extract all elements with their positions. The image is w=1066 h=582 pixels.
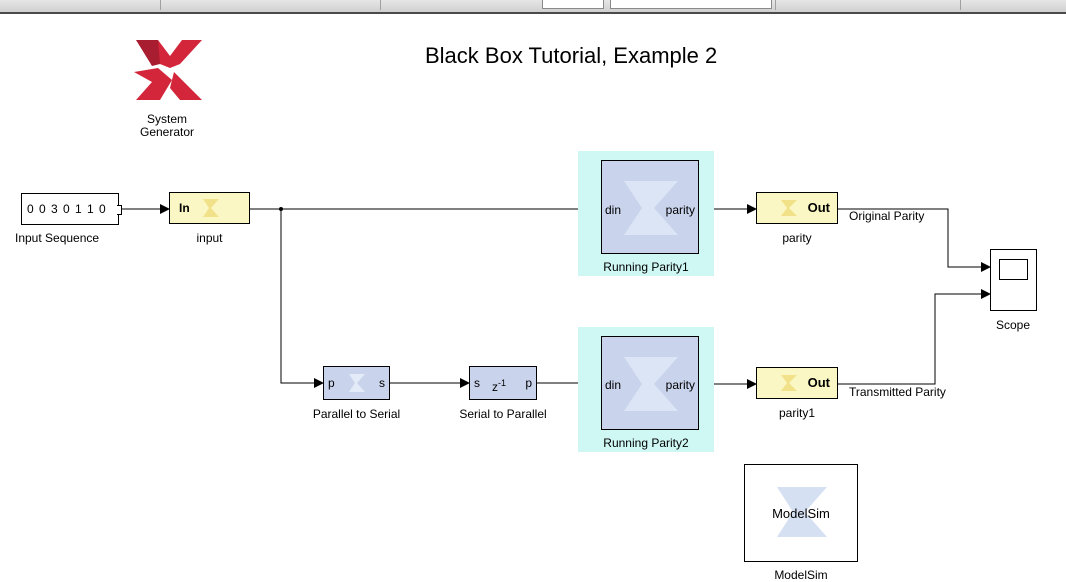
running-parity2-port-parity: parity bbox=[665, 378, 695, 392]
running-parity1-block[interactable]: din parity bbox=[601, 160, 699, 254]
output-port-icon bbox=[117, 205, 122, 215]
p2s-port-s: s bbox=[379, 376, 385, 390]
wire-out2-to-scope bbox=[838, 289, 991, 385]
running-parity1-port-parity: parity bbox=[665, 203, 695, 217]
running-parity1-port-din: din bbox=[605, 203, 622, 217]
xilinx-logo-icon[interactable] bbox=[130, 38, 204, 102]
modelsim-text: ModelSim bbox=[772, 506, 830, 521]
serial-to-parallel-label: Serial to Parallel bbox=[459, 407, 547, 421]
running-parity1-label: Running Parity1 bbox=[603, 260, 689, 274]
scope-screen-icon bbox=[999, 259, 1028, 280]
signal-label-original-parity: Original Parity bbox=[849, 209, 925, 223]
toolbar-strip bbox=[0, 0, 1066, 14]
signal-label-transmitted-parity: Transmitted Parity bbox=[849, 385, 946, 399]
wire-out1-to-scope bbox=[838, 208, 991, 272]
parallel-to-serial-label: Parallel to Serial bbox=[312, 407, 401, 421]
gateway-out2-label: parity1 bbox=[778, 406, 816, 420]
s2p-delay-base: z bbox=[492, 380, 498, 394]
gateway-out2-port: Out bbox=[807, 375, 830, 390]
modelsim-label: ModelSim bbox=[774, 568, 828, 582]
gateway-out1-label: parity bbox=[782, 231, 812, 245]
xilinx-watermark-icon bbox=[620, 353, 682, 415]
gateway-out1-port: Out bbox=[807, 200, 830, 215]
scope-label: Scope bbox=[995, 318, 1031, 332]
logo-caption: System Generator bbox=[128, 113, 206, 139]
modelsim-block[interactable]: ModelSim bbox=[744, 464, 858, 562]
xilinx-watermark-icon bbox=[200, 197, 222, 219]
toolbar-separator bbox=[160, 0, 161, 10]
toolbar-separator bbox=[775, 0, 776, 10]
s2p-delay-exp: -1 bbox=[498, 378, 507, 388]
wire-branch-to-p2s bbox=[280, 209, 324, 388]
p2s-port-p: p bbox=[328, 376, 335, 390]
toolbar-dropdown[interactable] bbox=[610, 0, 772, 9]
running-parity2-label: Running Parity2 bbox=[603, 436, 689, 450]
s2p-delay: z-1 bbox=[492, 376, 506, 394]
s2p-port-p: p bbox=[525, 376, 532, 390]
gateway-in-label: input bbox=[196, 231, 223, 245]
serial-to-parallel-block[interactable]: s z-1 p bbox=[469, 366, 537, 400]
gateway-in-port: In bbox=[179, 201, 190, 215]
xilinx-watermark-icon bbox=[779, 373, 799, 393]
toolbar-separator bbox=[960, 0, 961, 10]
input-sequence-label: Input Sequence bbox=[15, 231, 100, 245]
parallel-to-serial-block[interactable]: p s bbox=[323, 366, 390, 400]
xilinx-watermark-icon bbox=[779, 198, 799, 218]
toolbar-field[interactable] bbox=[542, 0, 604, 9]
logo-caption-line1: System bbox=[146, 112, 187, 126]
gateway-in-block[interactable]: In bbox=[169, 192, 250, 224]
running-parity2-block[interactable]: din parity bbox=[601, 336, 699, 430]
gateway-out1-block[interactable]: Out bbox=[756, 192, 838, 224]
toolbar-separator bbox=[380, 0, 381, 10]
gateway-out2-block[interactable]: Out bbox=[756, 367, 838, 399]
xilinx-watermark-icon bbox=[773, 483, 831, 541]
logo-caption-line2: Generator bbox=[139, 125, 195, 139]
input-sequence-value: 0 0 3 0 1 1 0 bbox=[27, 202, 107, 216]
s2p-port-s: s bbox=[474, 376, 480, 390]
running-parity2-port-din: din bbox=[605, 378, 622, 392]
diagram-title: Black Box Tutorial, Example 2 bbox=[425, 43, 718, 68]
xilinx-watermark-icon bbox=[346, 372, 368, 394]
branch-point bbox=[279, 207, 283, 211]
scope-block[interactable] bbox=[990, 249, 1037, 311]
xilinx-watermark-icon bbox=[620, 177, 682, 239]
input-sequence-block[interactable]: 0 0 3 0 1 1 0 bbox=[21, 193, 122, 225]
